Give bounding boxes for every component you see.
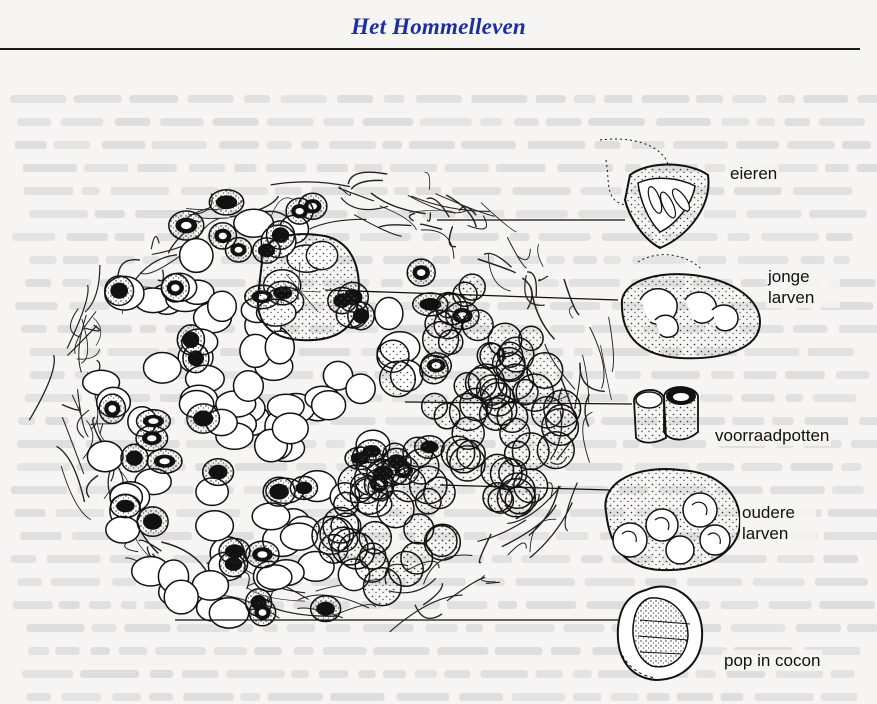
pupa-in-cocoon-detail [618,586,702,680]
young-larvae-detail [622,255,760,359]
label-young-larvae: jonge larven [766,266,840,308]
eggs-cell-detail [600,139,708,248]
label-pupa-in-cocoon: pop in cocon [722,650,822,671]
storage-pots-detail [634,387,698,443]
older-larvae-detail [605,469,740,570]
central-wax-pot [258,234,359,340]
label-older-larvae: oudere larven [740,502,816,544]
label-storage-pots: voorraadpotten [713,425,831,446]
label-eggs: eieren [728,163,779,184]
